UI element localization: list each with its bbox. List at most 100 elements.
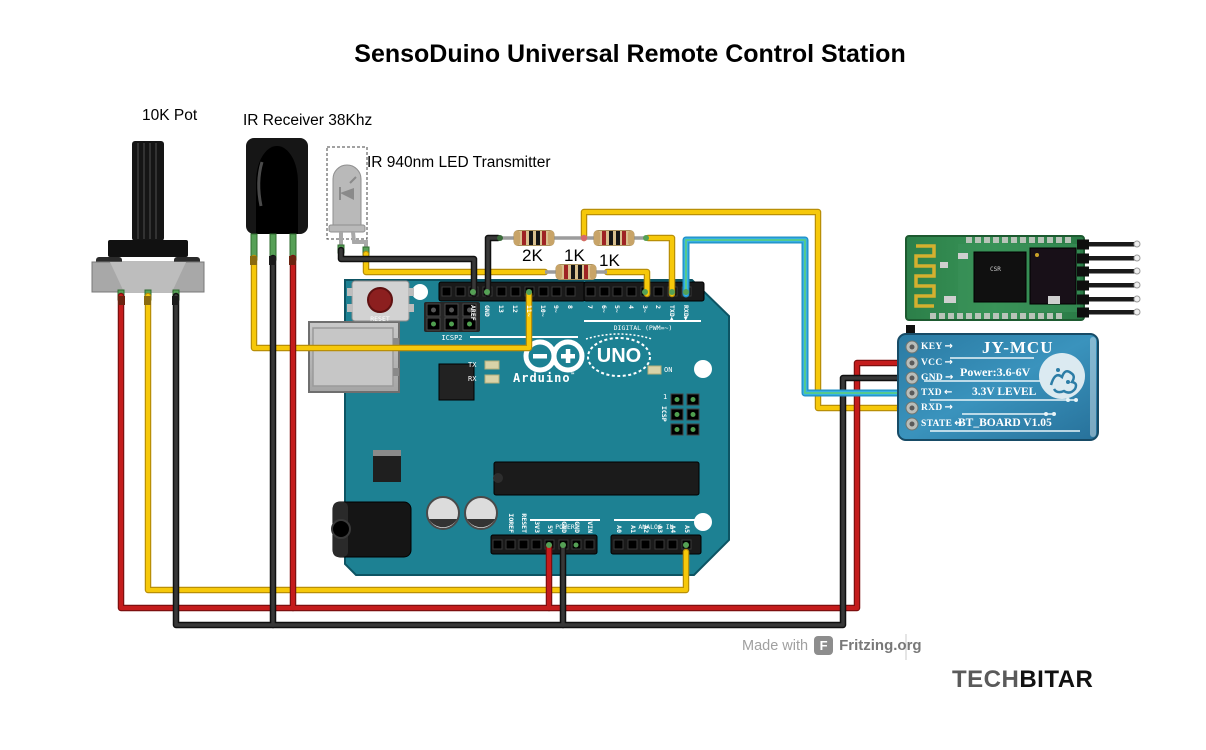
pin-label-7: 7 bbox=[586, 305, 594, 309]
smd-parts bbox=[940, 253, 1060, 304]
reset-button bbox=[347, 280, 414, 322]
mounting-hole bbox=[694, 360, 712, 378]
resistor-1k-a-label: 1K bbox=[564, 246, 585, 265]
made-with-text: Made with bbox=[742, 637, 809, 654]
brand-gray: TECH bbox=[952, 666, 1020, 693]
antenna-trace bbox=[914, 244, 936, 308]
jymcu-power-text: Power:3.6-6V bbox=[960, 365, 1031, 379]
bluetooth-module bbox=[905, 235, 1141, 321]
jymcu-pin-state: STATE← bbox=[921, 418, 963, 429]
resistors bbox=[497, 230, 649, 280]
jymcu-board-text: BT_BOARD V1.05 bbox=[958, 417, 1052, 429]
pin-label-a1: A1 bbox=[629, 525, 637, 533]
capacitor bbox=[426, 496, 460, 530]
tx-led-label: TX bbox=[468, 361, 477, 369]
capacitor bbox=[464, 496, 498, 530]
pin-label-10: 10~ bbox=[539, 305, 547, 317]
aqua-wire bbox=[682, 236, 902, 397]
jymcu-pin-label: TXD bbox=[921, 388, 942, 398]
on-led-label: ON bbox=[664, 366, 673, 374]
led-indicators bbox=[484, 360, 662, 384]
icsp-label: ICSP bbox=[660, 406, 668, 422]
pin-label-12: 12 bbox=[511, 305, 519, 313]
rx-led-label: RX bbox=[468, 375, 477, 383]
fritzing-watermark: Made with F Fritzing.org bbox=[742, 636, 922, 655]
ir-receiver-label: IR Receiver 38Khz bbox=[243, 112, 373, 129]
junction-dot bbox=[497, 235, 503, 241]
uno-oval bbox=[585, 333, 653, 377]
pin-label-gnd-top: GND bbox=[483, 305, 491, 317]
flash-chip bbox=[1029, 247, 1077, 305]
jymcu-pin-label: RXD bbox=[921, 403, 943, 413]
arduino-board bbox=[308, 279, 730, 576]
arrow-icon: → bbox=[944, 357, 954, 368]
arrow-icon: ← bbox=[954, 418, 963, 429]
pin-label-a4: A4 bbox=[669, 525, 677, 533]
pin-label-8: 8 bbox=[566, 305, 574, 309]
icsp-header bbox=[670, 393, 700, 436]
jymcu-pin-label: KEY bbox=[921, 342, 943, 352]
pin-label-5v: 5V bbox=[546, 525, 554, 533]
resistor-1k-bottom bbox=[555, 264, 597, 280]
arduino-wordmark: Arduino bbox=[513, 371, 571, 385]
via-dots bbox=[1044, 398, 1078, 416]
pin-label-gnd1: GND bbox=[560, 521, 568, 533]
silkscreen bbox=[470, 320, 701, 521]
resistor-2k bbox=[513, 230, 555, 246]
jymcu-pin-label: GND bbox=[921, 373, 944, 383]
icsp2-label: ICSP2 bbox=[441, 334, 463, 342]
arrow-icon: → bbox=[944, 402, 954, 413]
fritzing-icon: F bbox=[814, 636, 834, 655]
ir-receiver bbox=[246, 138, 308, 261]
usb-chip bbox=[438, 363, 475, 401]
jymcu-pin-label: STATE bbox=[921, 419, 953, 429]
icsp2-header bbox=[424, 302, 480, 332]
pin-label-11: 11~ bbox=[525, 305, 533, 317]
pin-label-a0: A0 bbox=[615, 525, 623, 533]
jymcu-level-text: 3.3V LEVEL bbox=[972, 386, 1037, 398]
power-jack bbox=[331, 501, 412, 558]
digital-caption: DIGITAL (PWM=~) bbox=[613, 324, 673, 332]
pin-label-vin: VIN bbox=[586, 521, 594, 533]
pin-label-ioref: IOREF bbox=[507, 513, 515, 533]
pin-label-2: 2 bbox=[654, 305, 662, 309]
csr-chip-label: CSR bbox=[990, 266, 1001, 273]
ir-led-transmitter bbox=[326, 146, 370, 256]
red-wires bbox=[117, 254, 905, 612]
pin-label-a3: A3 bbox=[656, 525, 664, 533]
arrow-icon: ← bbox=[943, 387, 953, 398]
pin-label-tx1: TXD◀ bbox=[668, 305, 676, 321]
mounting-hole bbox=[694, 513, 712, 531]
pin-label-3: 3~ bbox=[641, 305, 649, 313]
pin-label-3v3: 3V3 bbox=[533, 521, 541, 533]
bt-pins bbox=[1077, 239, 1141, 318]
pin-label-9: 9~ bbox=[552, 305, 560, 313]
jymcu-title: JY-MCU bbox=[982, 338, 1054, 357]
black-wires bbox=[172, 234, 905, 629]
analog-caption: ANALOG IN bbox=[638, 523, 674, 531]
arduino-tm: ™ bbox=[570, 372, 576, 379]
jymcu-pin-label: VCC bbox=[921, 358, 943, 368]
jymcu-traces bbox=[924, 357, 1080, 432]
arduino-logo-text: Arduino™ bbox=[513, 371, 575, 385]
usb-connector bbox=[308, 321, 400, 393]
pin-label-a2: A2 bbox=[642, 525, 650, 533]
uno-model-text: UNO bbox=[596, 345, 642, 367]
power-analog-headers bbox=[490, 534, 702, 555]
jymcu-pin-gnd: GND→ bbox=[921, 372, 954, 383]
arrow-icon: → bbox=[945, 372, 954, 383]
pin-label-13: 13 bbox=[497, 305, 505, 313]
arduino-logo bbox=[523, 339, 585, 373]
jymcu-pin-vcc: VCC→ bbox=[921, 357, 953, 368]
pin-label-a5: A5 bbox=[683, 525, 691, 533]
fritzing-org-text: Fritzing.org bbox=[839, 637, 922, 654]
resistor-1k-b-label: 1K bbox=[599, 251, 620, 270]
pin-label-5: 5~ bbox=[613, 305, 621, 313]
atmega-chip bbox=[493, 461, 700, 496]
jymcu-pin-key: KEY→ bbox=[921, 341, 953, 352]
junction-dot bbox=[580, 234, 588, 242]
brand-black: BITAR bbox=[1019, 666, 1094, 693]
ir-led-label: IR 940nm LED Transmitter bbox=[367, 154, 551, 171]
